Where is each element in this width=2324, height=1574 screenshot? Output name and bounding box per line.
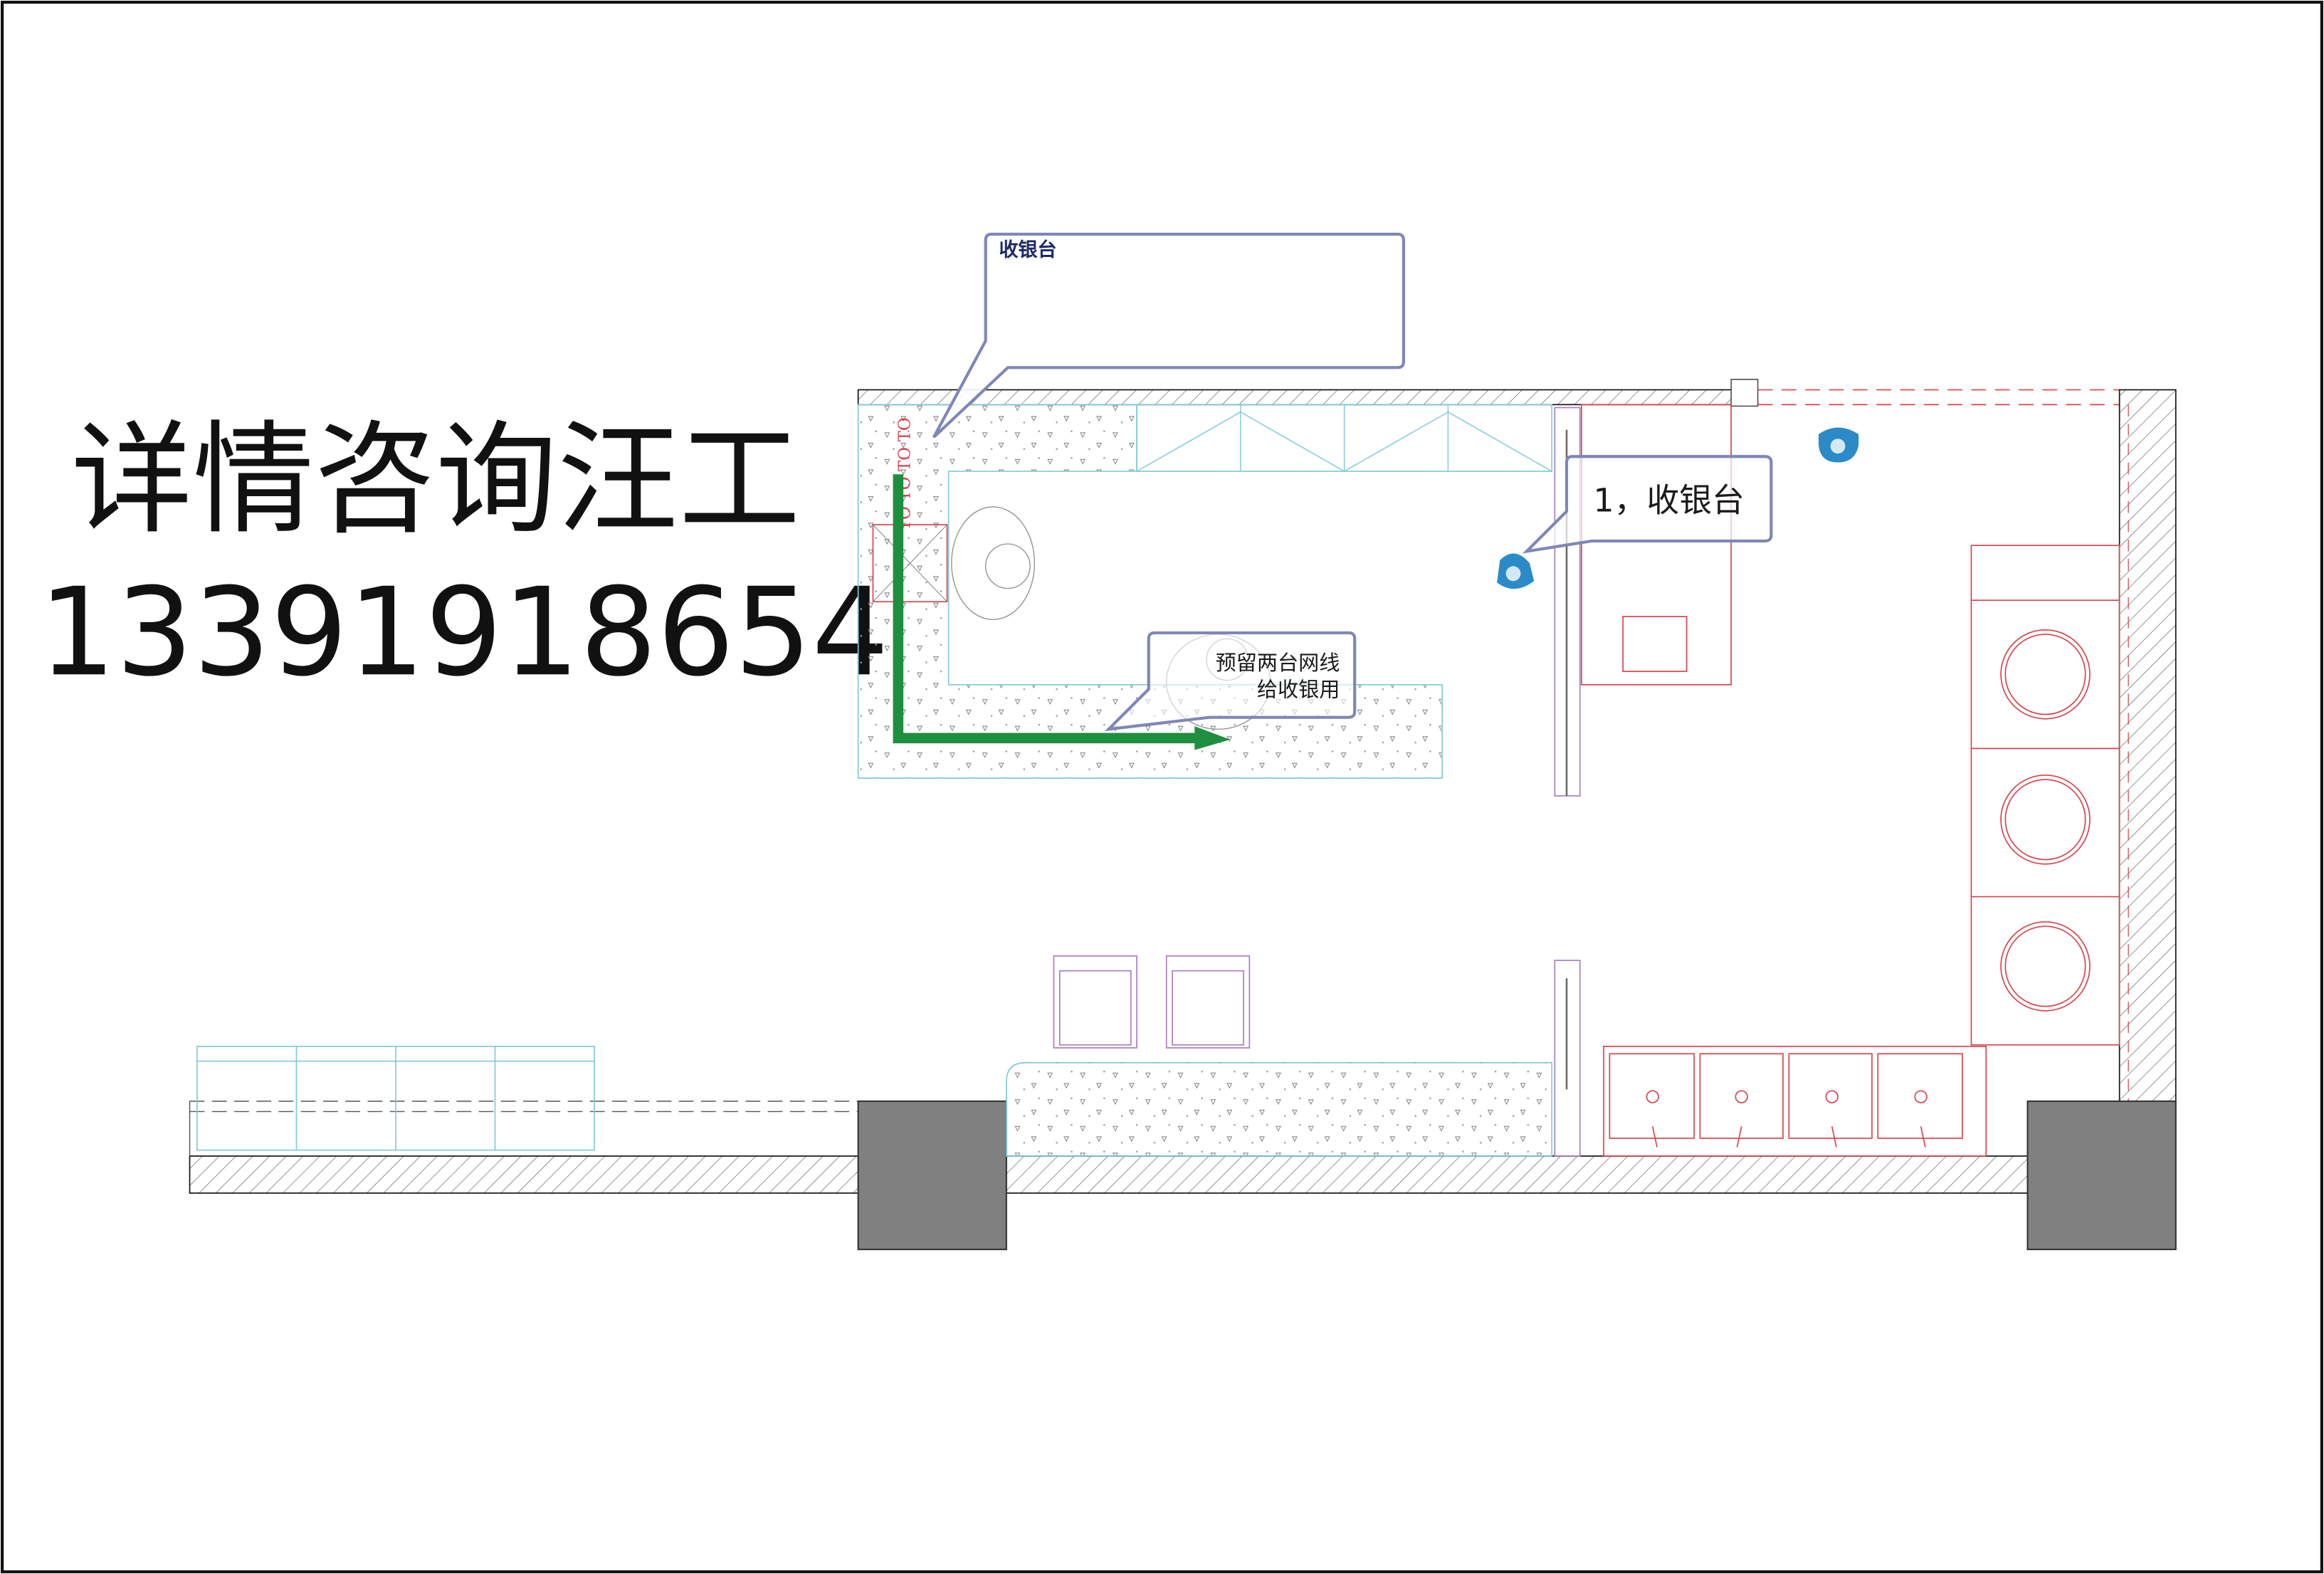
front-counter (1006, 1061, 1552, 1157)
contact-phone: 13391918654 (38, 562, 889, 703)
walls (189, 379, 2177, 1194)
svg-text:1，收银台: 1，收银台 (1593, 481, 1744, 519)
contact-name: 详情咨询汪工 (71, 410, 800, 551)
callout-network: 预留两台网线 给收银用 (1104, 631, 1357, 732)
kitchen-appliances (1603, 545, 2120, 1157)
svg-text:TO: TO (896, 417, 915, 441)
network-route-arrow (893, 474, 1231, 750)
chairs (1053, 955, 1251, 1049)
svg-text:收银台: 收银台 (999, 238, 1056, 261)
svg-text:TO: TO (896, 447, 915, 471)
cashier-cabinet (1580, 404, 1732, 686)
camera-icon (1818, 427, 1859, 463)
cashier-counter (857, 404, 1552, 779)
callout-title: 收银台 (932, 232, 1405, 439)
svg-text:预留两台网线: 预留两台网线 (1216, 651, 1340, 675)
svg-text:给收银用: 给收银用 (1257, 678, 1340, 702)
camera-icon (1497, 553, 1535, 589)
pillar-right (2026, 1100, 2177, 1251)
sofa (196, 1046, 595, 1151)
pillar-left (857, 1100, 1007, 1251)
callout-cashier: 1，收银台 (1522, 455, 1773, 554)
